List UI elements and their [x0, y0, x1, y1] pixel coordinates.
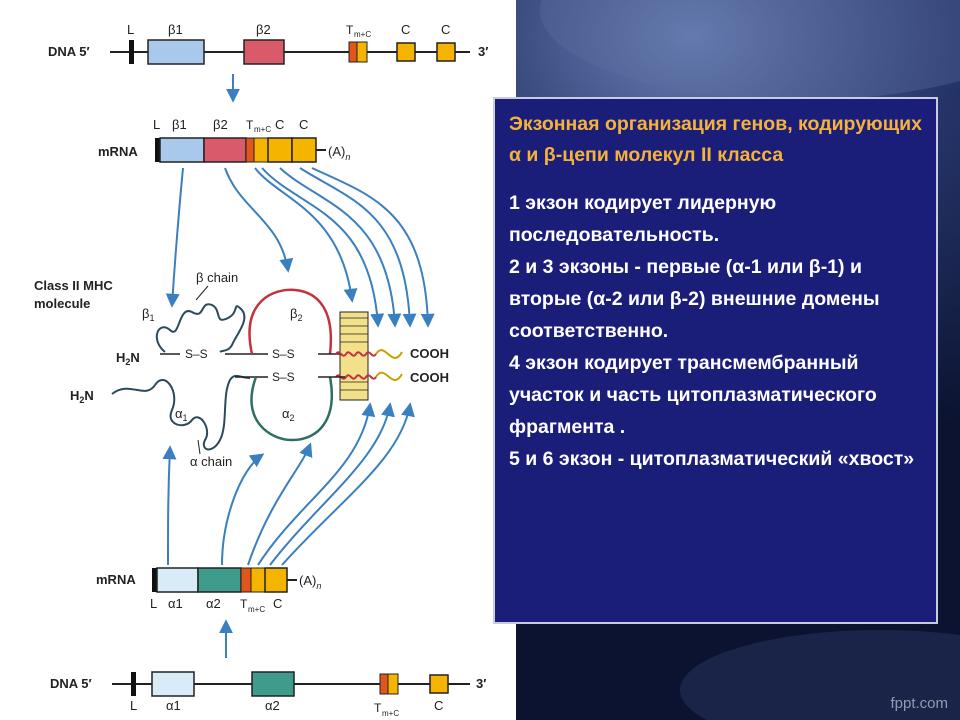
- bottom-mrna: mRNA (A)n L α1 α2 T m+C C: [96, 567, 321, 614]
- svg-text:C: C: [441, 22, 450, 37]
- svg-text:L: L: [150, 596, 157, 611]
- svg-text:C: C: [401, 22, 410, 37]
- svg-text:m+C: m+C: [382, 709, 399, 718]
- svg-text:S–S: S–S: [272, 370, 295, 384]
- svg-text:T: T: [240, 597, 248, 611]
- alpha-tm-helix: [335, 374, 377, 380]
- watermark: fppt.com: [890, 695, 948, 712]
- class-ii-mhc-molecule: Class II MHC molecule β chain β1 H2N S–S…: [34, 270, 449, 469]
- top-dna-exon-beta1: [147, 39, 205, 65]
- svg-text:α1: α1: [166, 698, 181, 713]
- molecule-title-line1: Class II MHC: [34, 278, 113, 293]
- beta1-domain: [155, 303, 246, 353]
- alpha2-label: α2: [282, 406, 295, 423]
- beta1-label: β1: [142, 306, 155, 323]
- top-mrna: mRNA L β1 β2 T m+C C C (A)n: [98, 117, 350, 163]
- svg-text:α2: α2: [265, 698, 280, 713]
- beta2-label: β2: [290, 306, 303, 323]
- top-dna-exon-beta1-label: β1: [168, 22, 183, 37]
- top-dna-exon-beta2-label: β2: [256, 22, 271, 37]
- top-dna-gene: DNA 5′ L β1 β2 T m+C C C 3′: [48, 22, 488, 65]
- alpha1-label: α1: [175, 406, 188, 423]
- svg-text:L: L: [130, 698, 137, 713]
- paragraph-exon-4: 4 экзон кодирует трансмембранный участок…: [509, 352, 877, 438]
- bottom-dna-exon-alpha2: [251, 671, 295, 697]
- svg-text:m+C: m+C: [248, 605, 265, 614]
- paragraph-exons-2-3: 2 и 3 экзоны - первые (α-1 или β-1) и вт…: [509, 256, 880, 342]
- top-dna-exon-c2: [436, 42, 456, 62]
- bottom-mrna-alpha1: [156, 567, 199, 593]
- description-box: Экзонная организация генов, кодирующих α…: [493, 97, 938, 624]
- top-mrna-label: mRNA: [98, 144, 138, 159]
- svg-text:T: T: [374, 701, 382, 715]
- top-dna-exon-beta2: [243, 39, 285, 65]
- beta-tm-helix: [335, 351, 377, 357]
- bottom-dna-3prime: 3′: [476, 676, 486, 691]
- svg-text:β2: β2: [213, 117, 228, 132]
- top-translation-arrows: [165, 167, 435, 328]
- beta-chain-label: β chain: [196, 270, 238, 285]
- svg-text:T: T: [246, 118, 254, 132]
- top-dna-exon-tm: [356, 41, 368, 63]
- alpha-cooh: COOH: [410, 370, 449, 385]
- bottom-dna-label: DNA 5′: [50, 676, 92, 691]
- svg-text:α2: α2: [206, 596, 221, 611]
- svg-text:β1: β1: [172, 117, 187, 132]
- svg-text:C: C: [273, 596, 282, 611]
- beta2-domain: [248, 288, 333, 355]
- bottom-mrna-polya: (A)n: [299, 573, 321, 591]
- svg-text:C: C: [299, 117, 308, 132]
- svg-text:m+C: m+C: [254, 125, 271, 134]
- top-dna-exon-l: [129, 40, 134, 64]
- top-dna-exon-c1: [396, 42, 416, 62]
- svg-text:S–S: S–S: [185, 347, 208, 361]
- svg-text:m+C: m+C: [354, 30, 371, 39]
- beta-cooh: COOH: [410, 346, 449, 361]
- bottom-translation-arrows: [162, 402, 415, 566]
- beta-h2n: H2N: [116, 350, 140, 367]
- mhc-gene-figure: DNA 5′ L β1 β2 T m+C C C 3′ mRNA L β1 β2…: [0, 0, 516, 720]
- top-dna-label: DNA 5′: [48, 44, 90, 59]
- bottom-dna-gene: DNA 5′ L α1 α2 T m+C C 3′: [50, 671, 486, 718]
- top-dna-exon-t-label: T: [346, 23, 354, 37]
- svg-text:S–S: S–S: [272, 347, 295, 361]
- slide-title: Экзонная организация генов, кодирующих α…: [509, 113, 922, 166]
- svg-text:C: C: [275, 117, 284, 132]
- bottom-mrna-label: mRNA: [96, 572, 136, 587]
- top-mrna-beta1: [159, 137, 205, 163]
- bottom-mrna-alpha2: [197, 567, 242, 593]
- top-mrna-beta2: [203, 137, 247, 163]
- top-dna-3prime: 3′: [478, 44, 488, 59]
- bottom-dna-exon-alpha1: [151, 671, 195, 697]
- paragraph-exon-1: 1 экзон кодирует лидерную последовательн…: [509, 192, 777, 246]
- molecule-title-line2: molecule: [34, 296, 90, 311]
- top-dna-exon-l-label: L: [127, 22, 134, 37]
- alpha2-domain: [250, 376, 333, 442]
- svg-text:α1: α1: [168, 596, 183, 611]
- alpha-chain-label: α chain: [190, 454, 232, 469]
- alpha-h2n: H2N: [70, 388, 94, 405]
- top-mrna-polya: (A)n: [328, 144, 350, 162]
- alpha1-domain: [111, 374, 251, 451]
- paragraph-exons-5-6: 5 и 6 экзон - цитоплазматический «хвост»: [509, 448, 915, 470]
- svg-text:C: C: [434, 698, 443, 713]
- svg-text:L: L: [153, 117, 160, 132]
